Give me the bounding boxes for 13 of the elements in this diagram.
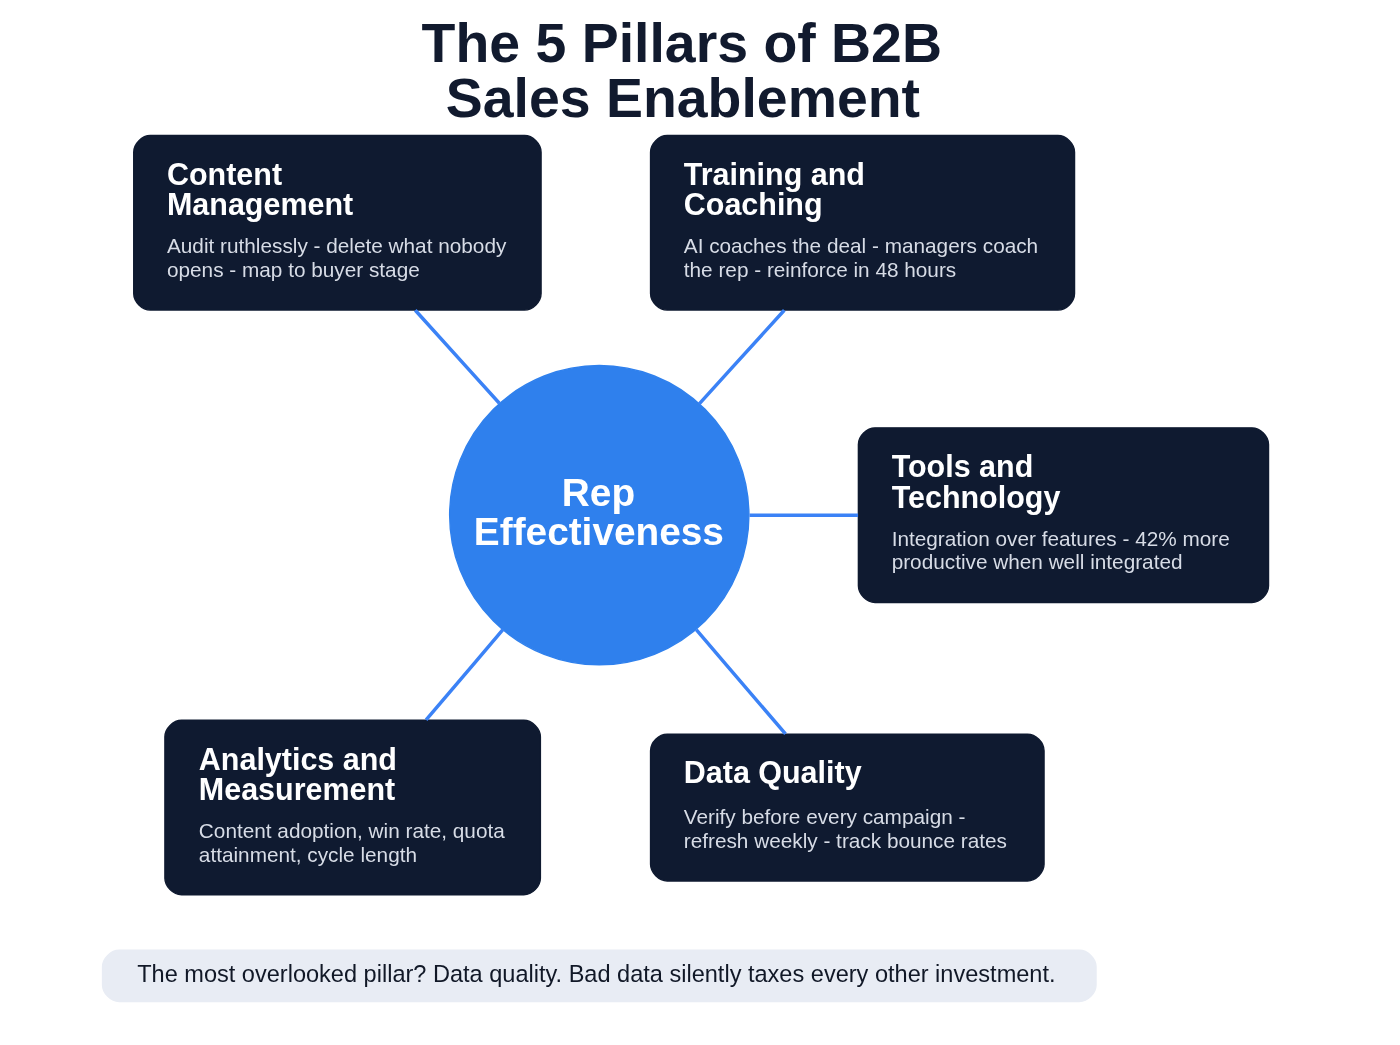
connector [424,628,504,722]
connector [694,628,787,736]
node-box: Training and Coaching AI coaches the deal - managers coach the rep - reinforce in 48 hours [649,134,1075,311]
node-box: Analytics and Measurement Content adoption, win rate, quota attainment, cycle length [163,719,541,896]
node-circle: Rep Effectiveness [448,364,750,666]
node-box: Tools and Technology Integration over features - 42% more productive when well integrated [857,427,1269,604]
connector [749,513,858,517]
node-box: Content Management Audit ruthlessly - delete what nobody opens - map to buyer stage [132,134,542,311]
connector [413,309,501,405]
node-box: The most overlooked pillar? Data quality. Bad data silently taxes every other investment. [101,949,1097,1003]
connector [697,309,786,405]
diagram-title: The 5 Pillars of B2B Sales Enablement [421,12,942,130]
node-box: Data Quality Verify before every campaign - refresh weekly - track bounce rates [649,733,1045,882]
